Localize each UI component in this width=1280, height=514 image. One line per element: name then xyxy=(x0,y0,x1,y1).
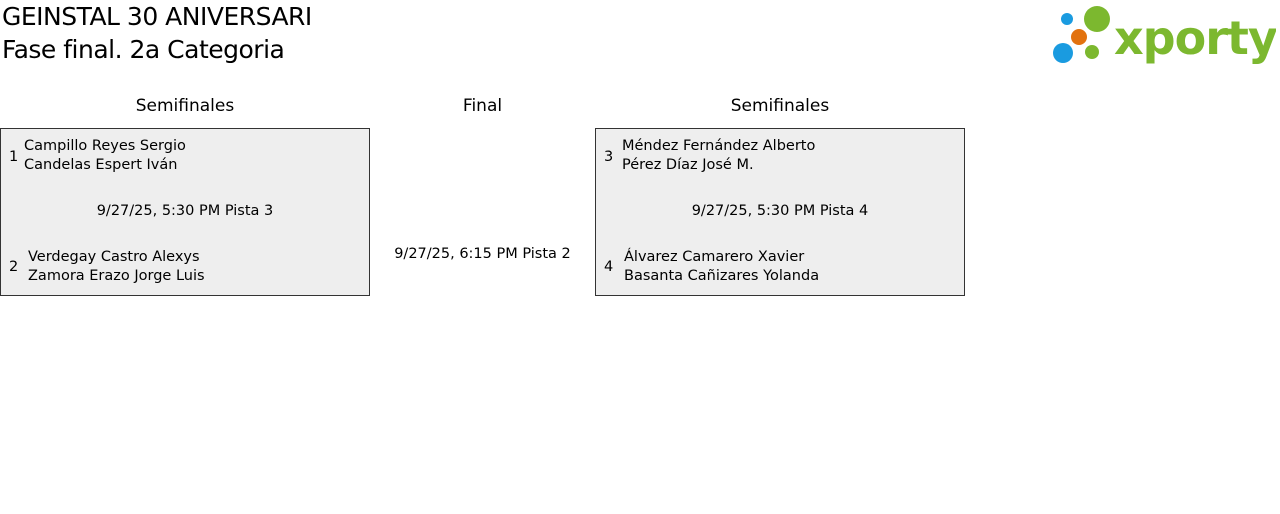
seed: 4 xyxy=(604,259,614,275)
header-left-semifinal: Semifinales xyxy=(135,96,235,116)
header-right-semifinal: Semifinales xyxy=(730,96,830,116)
semifinal-match-1[interactable]: 1 Campillo Reyes Sergio Candelas Espert … xyxy=(0,128,370,296)
xporty-logo: xporty xyxy=(1053,6,1276,65)
match-schedule: 9/27/25, 5:30 PM Pista 4 xyxy=(691,203,869,219)
page-title: GEINSTAL 30 ANIVERSARI xyxy=(2,2,312,31)
match-schedule: 9/27/25, 5:30 PM Pista 3 xyxy=(96,203,274,219)
seed: 1 xyxy=(9,149,19,165)
svg-text:xporty: xporty xyxy=(1114,11,1276,65)
semifinal-match-2[interactable]: 3 Méndez Fernández Alberto Pérez Díaz Jo… xyxy=(595,128,965,296)
player: Zamora Erazo Jorge Luis xyxy=(28,268,205,284)
seed: 2 xyxy=(9,259,19,275)
player: Verdegay Castro Alexys xyxy=(28,249,200,265)
player: Campillo Reyes Sergio xyxy=(24,138,186,154)
page-subtitle: Fase final. 2a Categoria xyxy=(2,35,285,64)
header-final: Final xyxy=(462,96,503,116)
player: Álvarez Camarero Xavier xyxy=(624,249,805,265)
player: Basanta Cañizares Yolanda xyxy=(624,268,820,284)
player: Candelas Espert Iván xyxy=(24,157,178,173)
player: Pérez Díaz José M. xyxy=(622,157,754,173)
player: Méndez Fernández Alberto xyxy=(622,138,816,154)
final-schedule: 9/27/25, 6:15 PM Pista 2 xyxy=(394,246,571,262)
seed: 3 xyxy=(604,149,614,165)
